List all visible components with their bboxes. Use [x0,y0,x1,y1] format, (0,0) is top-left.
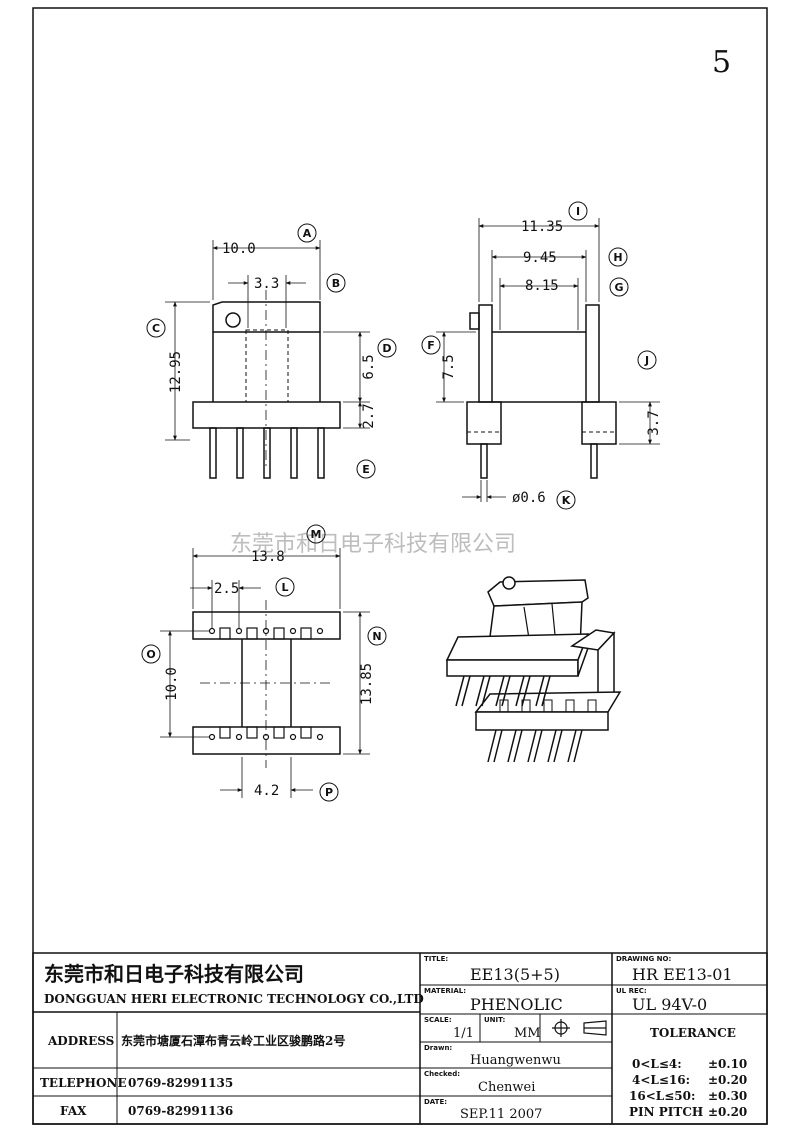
label-k: K [562,494,571,507]
front-view-flange-top [212,301,321,333]
label-c: C [152,322,160,335]
projection-symbol [552,1019,607,1037]
bottom-view [160,548,370,798]
label-j: J [644,354,649,367]
bottom-view-top-rail [192,611,341,640]
side-view [436,218,660,502]
checked-label: Checked: [424,1070,460,1078]
dim-front-core-width: 3.3 [254,276,279,292]
telephone-label: TELEPHONE [40,1076,127,1090]
telephone-value: 0769-82991135 [128,1076,233,1090]
side-view-right-pin [590,443,598,479]
unit-value: MM [514,1026,541,1041]
bottom-view-top-slots [208,627,324,640]
label-l: L [281,581,288,594]
side-view-left-base [466,401,502,445]
front-view [165,240,370,479]
dim-side-flange-span: 9.45 [523,250,557,266]
drawing-no-label: DRAWING NO: [616,955,671,963]
date-label: DATE: [424,1098,447,1106]
date-value: SEP.11 2007 [460,1107,542,1122]
material-label: MATERIAL: [424,987,466,995]
label-h: H [613,251,622,264]
tolerance-range-3: 16<L≤50: [629,1089,695,1103]
side-view-left-flange [478,304,493,403]
dim-side-inner-span: 8.15 [525,278,559,294]
address-value: 东莞市塘厦石潭布青云岭工业区骏鹏路2号 [121,1033,345,1048]
isometric-view [445,576,622,763]
label-f: F [427,339,435,352]
tolerance-value-4: ±0.20 [708,1105,747,1119]
ul-rec-value: UL 94V-0 [632,995,707,1014]
title-block [32,952,768,1125]
page-number: 5 [712,45,731,80]
label-n: N [372,630,381,643]
tolerance-range-4: PIN PITCH [629,1105,703,1119]
tolerance-range-2: 4<L≤16: [632,1073,690,1087]
dim-pin-diameter: ø0.6 [512,490,546,506]
company-name-en: DONGGUAN HERI ELECTRONIC TECHNOLOGY CO.,… [44,992,424,1006]
dim-side-base-height: 3.7 [646,410,662,435]
tolerance-value-2: ±0.20 [708,1073,747,1087]
side-view-right-base [581,401,617,445]
dim-side-overall: 11.35 [521,219,563,235]
label-b: B [332,277,340,290]
tolerance-value-3: ±0.30 [708,1089,747,1103]
front-view-core-window [245,329,289,403]
title-label: TITLE: [424,955,448,963]
scale-value: 1/1 [453,1026,474,1041]
unit-label: UNIT: [484,1016,506,1024]
front-view-pin1-mark [225,312,241,328]
company-name-cn: 东莞市和日电子科技有限公司 [44,962,304,986]
dim-bottom-core-width: 4.2 [254,783,279,799]
dim-front-window-height: 6.5 [361,354,377,379]
tolerance-range-1: 0<L≤4: [632,1057,682,1071]
label-a: A [303,227,312,240]
label-i: I [576,205,580,218]
tolerance-value-1: ±0.10 [708,1057,747,1071]
scale-label: SCALE: [424,1016,452,1024]
drawing-no-value: HR EE13-01 [632,965,733,984]
side-view-right-flange [585,304,600,403]
fax-label: FAX [60,1104,87,1118]
title-value: EE13(5+5) [470,965,560,984]
material-value: PHENOLIC [470,995,563,1014]
dim-bottom-pitch: 2.5 [214,581,239,597]
address-label: ADDRESS [47,1034,114,1048]
front-view-pins [209,427,325,479]
label-p: P [325,786,333,799]
front-view-labels: A B C D E [146,223,397,479]
drawn-value: Huangwenwu [470,1053,561,1068]
dim-front-width: 10.0 [222,241,256,257]
dim-side-height: 7.5 [441,354,457,379]
dim-bottom-width: 13.8 [251,549,285,565]
front-view-base [192,401,341,429]
dim-bottom-length: 13.85 [359,663,375,705]
watermark-text: 东莞市和日电子科技有限公司 [230,532,516,557]
side-view-left-pin [480,443,488,479]
dim-front-base-height: 2.7 [361,403,377,428]
label-e: E [362,463,370,476]
ul-rec-label: UL REC: [616,987,647,995]
bottom-view-bottom-rail [192,726,341,755]
tolerance-title: TOLERANCE [650,1026,736,1040]
bottom-view-labels: M L O N P [141,524,387,802]
bottom-view-bottom-slots [208,726,324,741]
dim-front-height: 12.95 [168,351,184,393]
fax-value: 0769-82991136 [128,1104,233,1118]
label-g: G [614,281,623,294]
label-d: D [382,342,391,355]
checked-value: Chenwei [478,1080,535,1095]
label-m: M [311,528,322,541]
dim-bottom-row-spacing: 10.0 [164,667,180,701]
side-view-labels: I H G F J K [421,201,657,510]
drawn-label: Drawn: [424,1044,452,1052]
label-o: O [146,648,155,661]
